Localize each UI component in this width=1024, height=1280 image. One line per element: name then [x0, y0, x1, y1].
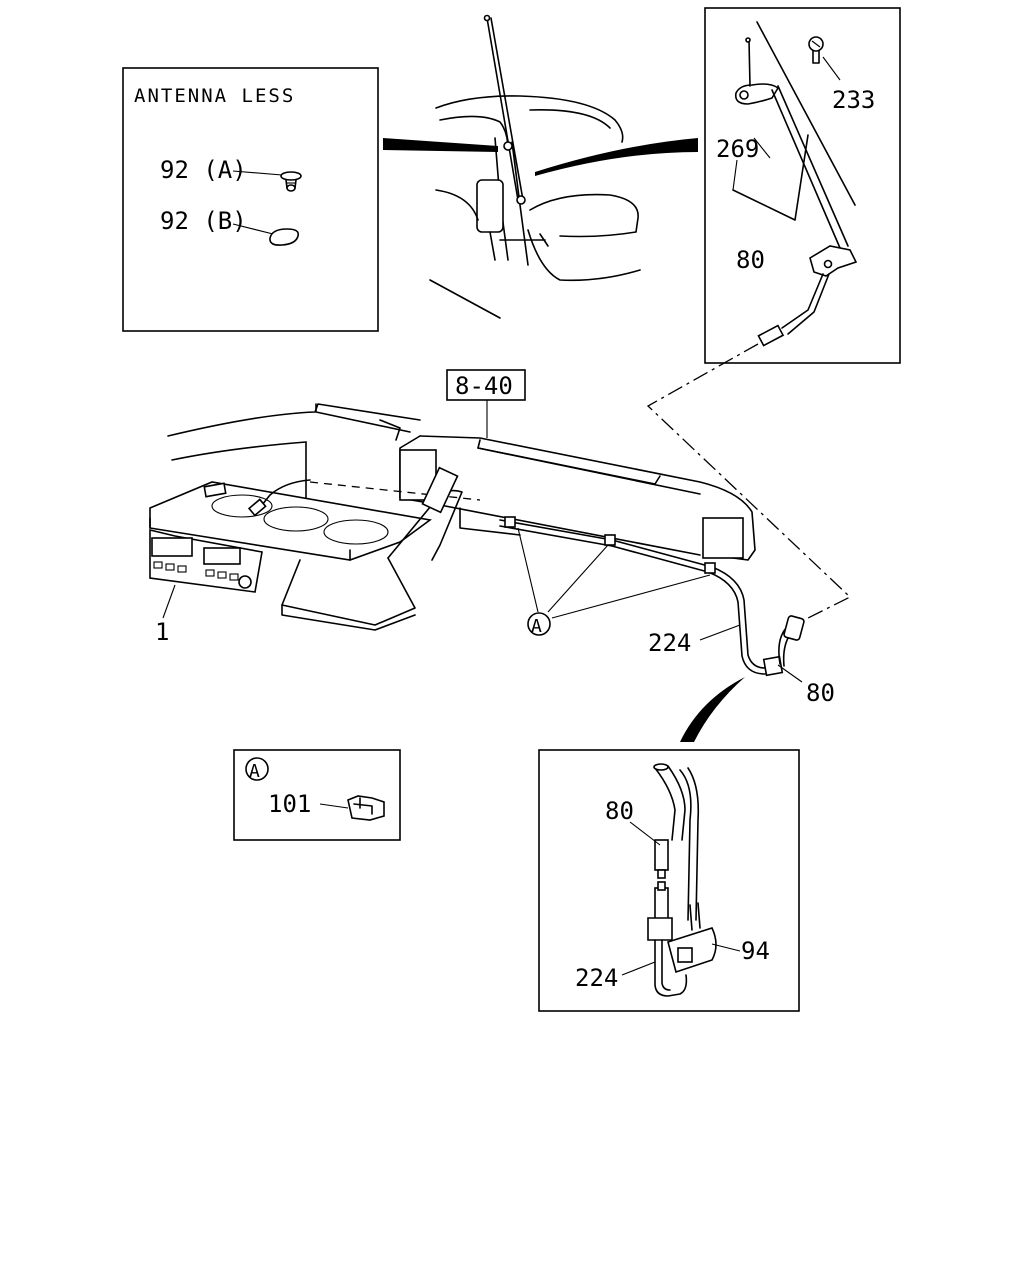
label-101: 101: [268, 790, 311, 818]
label-92a: 92 (A): [160, 156, 247, 184]
pointer-wedge-right: [535, 138, 698, 176]
mount-bracket: [809, 245, 858, 277]
label-269: 269: [716, 135, 759, 163]
band-clamp-icon: [667, 902, 717, 974]
inset-antenna-less-frame: [122, 67, 379, 332]
inset-clip-frame: [233, 749, 401, 841]
inset-mount-frame: [704, 7, 901, 364]
inset-antenna-mount: 233 269 80: [704, 7, 901, 364]
inset-connector-detail: 80 94 224: [538, 749, 800, 1012]
plug-cap-icon: [269, 228, 300, 246]
inset-connector-frame: [538, 749, 800, 1012]
callout-a-label: A: [531, 616, 542, 637]
label-224-main: 224: [648, 629, 691, 657]
radio-unit: [149, 528, 263, 593]
screw-icon: [808, 36, 824, 64]
instrument-panel-view: 8-40: [149, 369, 835, 742]
label-80-detail: 80: [605, 797, 634, 825]
label-94: 94: [741, 937, 770, 965]
label-80-main: 80: [806, 679, 835, 707]
label-233: 233: [832, 86, 875, 114]
antenna-base-icon: [734, 37, 780, 105]
ref-box-label: 8-40: [455, 372, 513, 400]
label-224-detail: 224: [575, 964, 618, 992]
side-mirror: [476, 179, 504, 233]
duct-outlet-right: [702, 517, 744, 559]
screw-icon: [280, 171, 302, 192]
leader-dashdot: [646, 343, 852, 623]
plug-80: [654, 839, 669, 871]
callout-a-inset-label: A: [249, 761, 260, 782]
socket-224: [654, 887, 669, 921]
antenna-mast: [486, 17, 519, 201]
callout-a-marker-inset: [245, 757, 269, 781]
inset-antenna-less: ANTENNA LESS 92 (A) 92 (B): [122, 67, 379, 332]
inset-clip-a: A 101: [233, 749, 401, 841]
pointer-wedge-detail: [680, 677, 745, 742]
ref-box-frame: [446, 369, 526, 401]
pointer-wedge-left: [383, 138, 498, 152]
label-1: 1: [155, 618, 169, 646]
label-80-mount: 80: [736, 246, 765, 274]
connector-plug: [757, 324, 785, 347]
clip-icon: [347, 795, 385, 821]
callout-a-marker: [527, 612, 551, 636]
label-92b: 92 (B): [160, 207, 247, 235]
windshield-antenna-view: [383, 14, 698, 319]
antenna-less-title: ANTENNA LESS: [134, 85, 295, 107]
